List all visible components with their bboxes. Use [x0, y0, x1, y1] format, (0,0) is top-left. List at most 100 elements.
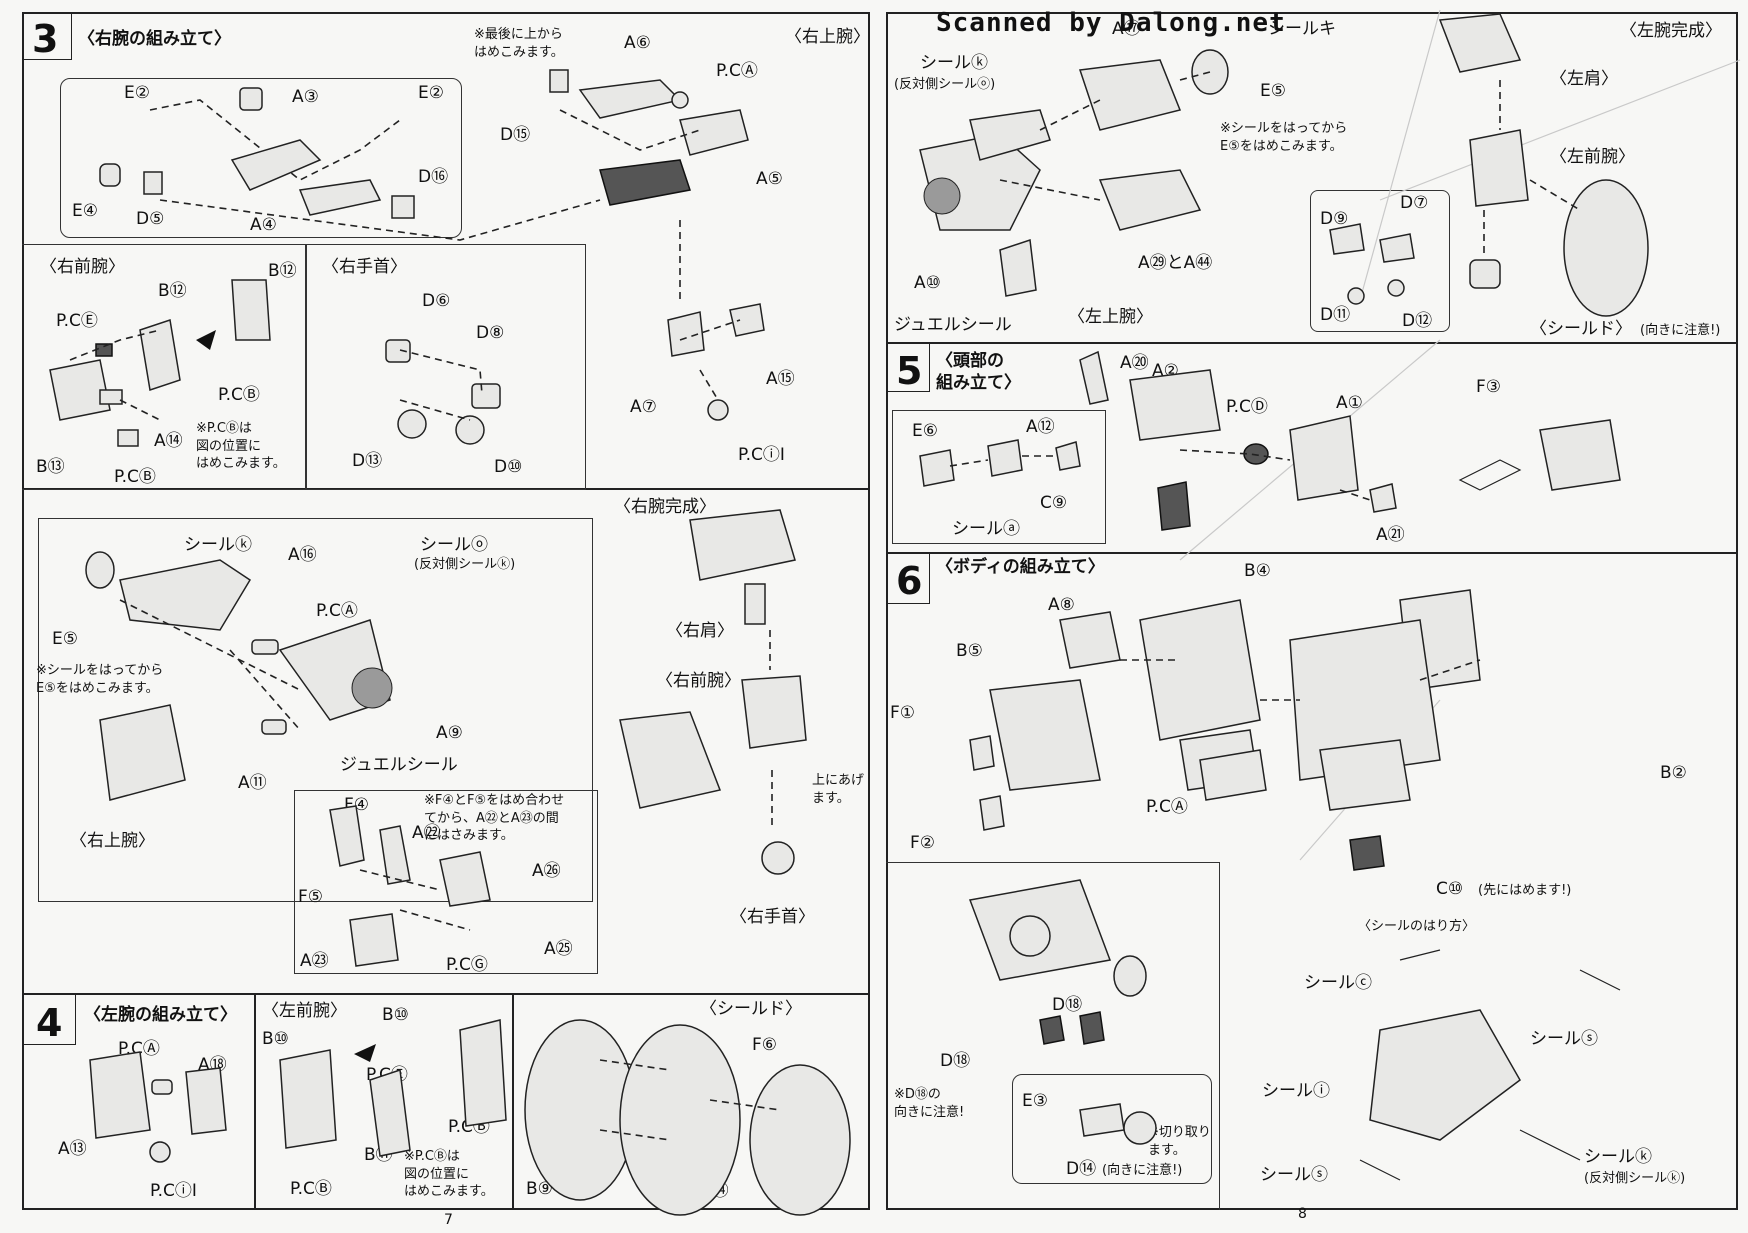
- step-title: 〈右腕の組み立て〉: [78, 29, 231, 49]
- section-label: 〈右上腕〉: [785, 27, 870, 47]
- part-label: シールⓢ: [1530, 1029, 1598, 1049]
- step-number-box: [886, 554, 930, 604]
- part-label: 〈右手首〉: [730, 907, 815, 927]
- part-label: A⑮: [766, 369, 795, 389]
- part-label: D⑧: [476, 323, 505, 343]
- part-label: C⑫: [1326, 701, 1355, 721]
- part-label: F⑤: [298, 887, 324, 907]
- instruction-note: ※シールをはってから E⑤をはめこみます。: [36, 663, 164, 696]
- part-label: B⑫: [158, 281, 187, 301]
- panel-title: 〈シールのはり方〉: [1358, 919, 1476, 934]
- part-label: A⑳: [1120, 353, 1149, 373]
- part-label: ジュエルシール: [340, 755, 458, 775]
- part-label: A㉓: [300, 951, 329, 971]
- part-label: A㉙とA㊹: [1138, 253, 1213, 273]
- part-label: 〈左前腕〉: [1550, 147, 1635, 167]
- part-label: B⑫: [268, 261, 297, 281]
- part-label: P.CⒷ: [448, 1117, 490, 1137]
- part-label: P.CⒺ: [366, 1065, 408, 1085]
- part-label: E④: [72, 201, 98, 221]
- part-label: D⑤: [136, 209, 165, 229]
- instruction-note: ※P.CⒷは 図の位置に はめこみます。: [196, 421, 286, 472]
- part-label: A㉒: [412, 823, 441, 843]
- part-label: D⑥: [422, 291, 451, 311]
- part-label: A⑱: [198, 1055, 227, 1075]
- step-number-box: [22, 12, 72, 60]
- part-label: F④: [344, 795, 370, 815]
- part-label: D⑪: [1320, 305, 1351, 325]
- wrist-panel: [306, 244, 586, 490]
- page-number: 7: [444, 1212, 453, 1228]
- panel-title: 〈シールド〉: [700, 999, 802, 1019]
- part-label: B⑪: [364, 1145, 393, 1165]
- divider: [512, 995, 514, 1210]
- part-label: D⑩: [494, 457, 523, 477]
- instruction-note: ※最後に上から はめこみます。: [474, 27, 564, 60]
- part-label: 〈シールド〉: [1530, 319, 1632, 339]
- panel-title: 〈左腕完成〉: [1620, 21, 1722, 41]
- part-label: ジュエルシール: [894, 315, 1012, 335]
- part-label: A㉕: [544, 939, 573, 959]
- part-label: シールⓢ: [1260, 1165, 1328, 1185]
- part-label: P.CⒼ: [446, 955, 488, 975]
- divider: [886, 342, 1738, 344]
- part-label: 〈右上腕〉: [70, 831, 155, 851]
- part-label: E⑥: [912, 421, 938, 441]
- part-label: D⑨: [1320, 209, 1349, 229]
- head-detail-box: [892, 410, 1106, 544]
- part-label: F②: [910, 833, 936, 853]
- part-label: A④: [250, 215, 277, 235]
- step-number-box: [22, 995, 76, 1045]
- part-label: 〈右肩〉: [666, 621, 734, 641]
- part-label: シールⓒ: [1304, 973, 1372, 993]
- part-label: F⑥: [752, 1035, 778, 1055]
- page-number: 8: [1298, 1206, 1307, 1222]
- part-label: C⑩: [1436, 879, 1464, 899]
- part-label: 〈右前腕〉: [656, 671, 741, 691]
- forearm-panel: [22, 244, 306, 490]
- part-label: B⑩: [262, 1029, 289, 1049]
- part-label: C⑨: [1040, 493, 1068, 513]
- assembly-panel: [38, 518, 593, 902]
- part-label: A②: [1152, 361, 1179, 381]
- panel-title: 〈右腕完成〉: [614, 497, 716, 517]
- left-page-frame: [22, 12, 870, 1210]
- part-label: P.CⒶ: [118, 1039, 160, 1059]
- cut-detail-box: [1012, 1074, 1212, 1184]
- step-number: 5: [896, 349, 923, 393]
- step-title: 〈頭部の 組み立て〉: [936, 351, 1021, 394]
- part-label: B⑭: [700, 1181, 729, 1201]
- part-label: D⑯: [418, 167, 449, 187]
- panel-title: 〈右前腕〉: [40, 257, 125, 277]
- step-number-box: [886, 344, 930, 392]
- panel-title: 〈左前腕〉: [262, 1001, 347, 1021]
- part-label: A⑦: [630, 397, 657, 417]
- divider: [886, 552, 1738, 554]
- instruction-note: (先にはめます!): [1478, 883, 1572, 898]
- step-number: 4: [36, 1001, 63, 1045]
- part-label: D⑭: [1066, 1159, 1097, 1179]
- step-number: 6: [896, 559, 923, 603]
- part-label: シールⓚ: [184, 535, 252, 555]
- part-label: P.CⓘI: [150, 1181, 197, 1201]
- part-label: A⑩: [914, 273, 941, 293]
- watermark: Scanned by Dalong.net: [936, 8, 1286, 38]
- part-label: D⑮: [500, 125, 531, 145]
- part-label: A⑨: [436, 723, 463, 743]
- part-label: P.CⒶ: [1146, 797, 1188, 817]
- part-label: P.CⒷ: [114, 467, 156, 487]
- part-label: P.CⒹ: [1226, 397, 1268, 417]
- part-label: D⑱: [1052, 995, 1083, 1015]
- part-label: 〈左肩〉: [1550, 69, 1618, 89]
- part-label: E③: [1022, 1091, 1048, 1111]
- part-label: (反対側シールⓚ): [414, 557, 516, 572]
- part-label: A⑫: [1026, 417, 1055, 437]
- part-label: シールⓘ: [1262, 1081, 1330, 1101]
- part-label: A㉑: [1376, 525, 1405, 545]
- left-page: 3 〈右腕の組み立て〉 〈右上腕〉 ※最後に上から はめこみます。 E② A③ …: [22, 12, 870, 1228]
- part-label: (反対側シールⓚ): [1584, 1171, 1686, 1186]
- part-label: B⑩: [382, 1005, 409, 1025]
- part-label: P.CⒶ: [316, 601, 358, 621]
- part-label: A㉖: [532, 861, 561, 881]
- part-label: P.CⒺ: [56, 311, 98, 331]
